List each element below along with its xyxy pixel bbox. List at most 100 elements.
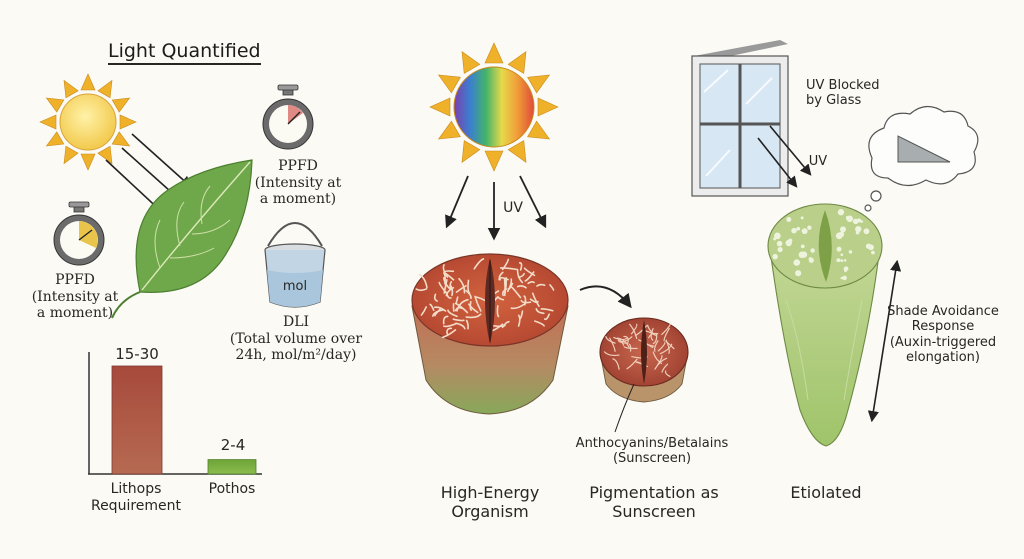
sun-ray xyxy=(80,73,96,91)
lithops-vein xyxy=(455,296,459,304)
sun-ray xyxy=(97,145,113,165)
lithops-vein xyxy=(653,340,659,352)
lithops-vein xyxy=(455,322,466,330)
lithops-vein xyxy=(442,277,451,290)
speckle xyxy=(800,251,808,258)
speckle xyxy=(807,225,812,230)
pigment-note-line-2: (Sunscreen) xyxy=(612,451,692,467)
lithops-vein xyxy=(661,323,671,336)
sun-ray xyxy=(484,42,504,64)
lithops-vein xyxy=(626,358,638,370)
lithops-vein xyxy=(420,306,428,316)
lithops-vein xyxy=(531,292,540,307)
lithops-vein xyxy=(664,370,671,378)
speckle xyxy=(773,237,777,241)
lithops-vein xyxy=(609,337,616,352)
lithops-vein xyxy=(415,287,428,292)
speckle xyxy=(801,228,808,235)
uv-blocked-line-2: by Glass xyxy=(806,93,862,109)
sun-ray xyxy=(63,145,79,165)
ppfd-right-desc-2: a moment) xyxy=(259,191,337,208)
sun-ray xyxy=(484,150,504,172)
sun-ray xyxy=(437,74,461,94)
lithops-vein xyxy=(623,335,629,345)
speckle xyxy=(777,246,783,253)
lithops-vein xyxy=(549,284,555,291)
lithops-vein xyxy=(623,346,638,350)
sun-ray xyxy=(45,97,65,113)
speckle xyxy=(836,258,841,263)
uv-blocked-label: UV Blocked by Glass xyxy=(806,78,892,109)
ppfd-left-name: PPFD xyxy=(55,272,95,288)
speckle xyxy=(848,250,853,254)
sun-ray xyxy=(97,79,113,99)
sun-ray xyxy=(437,120,461,140)
etiolated-lithops xyxy=(767,203,883,447)
lithops-vein xyxy=(519,310,524,320)
bar-category-line: Requirement xyxy=(90,497,182,514)
high-energy-line-2: Organism xyxy=(451,501,529,521)
lithops-vein xyxy=(465,313,482,319)
speckle xyxy=(840,253,844,257)
lithops-vein xyxy=(433,293,438,302)
speckle xyxy=(855,230,860,235)
dli-name: DLI xyxy=(282,314,310,330)
rainbow-sun-icon xyxy=(429,42,559,172)
lithops-vein xyxy=(504,276,508,290)
lithops-vein xyxy=(445,286,455,297)
leaf-icon xyxy=(111,159,253,319)
uv-label: UV xyxy=(503,200,523,216)
sun-ray xyxy=(507,140,527,164)
speckle xyxy=(845,215,850,221)
ppfd-left-label: PPFD (Intensity at a moment) xyxy=(20,272,130,322)
lithops-vein xyxy=(434,308,442,317)
bar-value-label: 2-4 xyxy=(220,436,246,454)
blocked-uv-arrows xyxy=(757,125,812,188)
bar-category-label: Lithops Requirement xyxy=(80,481,192,514)
lithops-vein xyxy=(456,299,469,312)
sun-ray xyxy=(63,79,79,99)
sun-ray xyxy=(39,114,57,130)
lithops-vein xyxy=(441,329,457,339)
lithops-vein xyxy=(617,339,625,346)
lithops-vein xyxy=(536,283,546,287)
high-energy-label: High-Energy Organism xyxy=(428,483,552,522)
window-icon xyxy=(691,40,789,197)
ppfd-right-name: PPFD xyxy=(278,158,318,174)
ppfd-left-desc-2: a moment) xyxy=(36,305,114,322)
speckle xyxy=(842,275,847,281)
lithops-vein xyxy=(527,281,535,285)
lithops-vein xyxy=(418,273,428,289)
ppfd-right-label: PPFD (Intensity at a moment) xyxy=(242,158,354,208)
lithops-vein xyxy=(447,309,458,318)
pigmented-lithops xyxy=(599,317,689,403)
speckle xyxy=(786,216,792,223)
sun-ray xyxy=(507,50,527,74)
speckle xyxy=(863,228,870,235)
sun-ray xyxy=(111,97,131,113)
speckle xyxy=(785,239,792,247)
speckle xyxy=(843,259,847,262)
pigment-note: Anthocyanins/Betalains (Sunscreen) xyxy=(572,436,732,467)
stopwatch-icon xyxy=(262,84,314,150)
speckle xyxy=(840,259,844,263)
lithops-vein xyxy=(510,302,527,310)
lithops-vein xyxy=(445,272,455,281)
lithops-vein xyxy=(523,267,536,277)
lithops-vein xyxy=(465,319,469,330)
lithops-vein xyxy=(429,303,435,312)
speckle xyxy=(791,227,797,234)
speckle xyxy=(871,250,875,255)
lithops-vein xyxy=(663,327,670,342)
lithops-vein xyxy=(443,279,448,294)
uv-blocked-line-1: UV Blocked xyxy=(806,78,880,93)
lithops-vein xyxy=(491,324,506,328)
sun-ray xyxy=(429,97,451,117)
bar-category-line: Lithops xyxy=(110,481,162,497)
lithops-vein xyxy=(455,284,467,293)
speckle xyxy=(868,244,874,251)
uv-label-right: UV xyxy=(808,154,828,169)
high-energy-lithops xyxy=(411,253,569,415)
curved-arrow xyxy=(579,285,632,309)
